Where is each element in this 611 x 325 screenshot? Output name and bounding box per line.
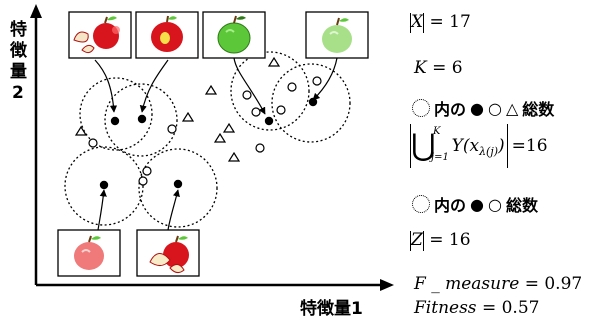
apple-green-icon [217, 15, 251, 54]
triangle-point [267, 56, 281, 67]
filled-point [110, 116, 120, 126]
y-axis-label-char-1: 徴 [9, 40, 28, 61]
open-point [138, 176, 148, 186]
filled-point [264, 116, 274, 126]
open-point [88, 138, 98, 148]
x-axis-label: 特徴量1 [300, 298, 363, 319]
apple-red-with-slice-icon [73, 16, 120, 54]
legend-all-points: 内の ● ○ △ 総数 [412, 96, 554, 120]
open-point [255, 143, 265, 153]
open-point [287, 82, 297, 92]
filled-point [308, 97, 318, 107]
triangle-point [74, 125, 88, 136]
open-point [142, 166, 152, 176]
open-point [312, 76, 322, 86]
axes [30, 4, 394, 291]
y-axis-label-char-2: 量 [10, 61, 27, 82]
triangle-points [74, 56, 281, 162]
open-dot-icon: ○ [487, 194, 502, 214]
y-axis-label-char-0: 特 [10, 19, 27, 40]
cluster-circles [64, 51, 351, 228]
legend-clustered-points: 内の ● ○ 総数 [412, 192, 538, 216]
z-cardinality-eq: Z = 16 [410, 230, 471, 251]
filled-dot-icon: ● [470, 98, 484, 118]
cluster-circle-2 [104, 83, 178, 157]
apple-red-bitten-icon [151, 15, 183, 52]
union-symbol: ⋃ K j=1 [411, 126, 449, 163]
x-axis-arrowhead [380, 279, 394, 291]
f-measure-eq: F _ measure = 0.97 [414, 274, 583, 294]
cluster-circle-1 [79, 77, 153, 151]
open-point [167, 124, 177, 134]
open-point [242, 90, 252, 100]
triangle-point [227, 151, 241, 162]
triangle-point [181, 111, 195, 122]
y-axis-arrowhead [30, 4, 42, 18]
arrow-4 [312, 57, 338, 101]
triangle-point [213, 132, 227, 143]
triangle-point [204, 84, 218, 95]
arrow-2 [139, 59, 169, 113]
cluster-circle-5 [230, 51, 310, 131]
apple-pale-green-icon [322, 17, 352, 53]
arrow-1 [94, 59, 118, 113]
cluster-circle-3 [64, 146, 144, 226]
filled-point [137, 114, 147, 124]
open-point [276, 105, 286, 115]
apple-pale-red-icon [74, 235, 104, 270]
filled-point [173, 179, 183, 189]
arrow-6 [167, 189, 180, 231]
dotted-circle-icon [412, 99, 430, 117]
cluster-circle-6 [271, 63, 351, 143]
x-cardinality-eq: X = 17 [410, 12, 471, 33]
open-points [88, 76, 322, 186]
y-axis-label-char-3: 2 [12, 83, 24, 103]
filled-points [99, 97, 318, 190]
arrow-3 [233, 57, 266, 115]
arrow-5 [97, 189, 107, 231]
k-eq: K = 6 [414, 58, 463, 78]
triangle-point [222, 122, 236, 133]
triangle-icon: △ [505, 98, 519, 118]
fitness-eq: Fitness = 0.57 [414, 298, 540, 318]
apple-red-cut-icon [149, 235, 189, 274]
cluster-circle-4 [138, 148, 218, 228]
open-dot-icon: ○ [487, 98, 502, 118]
image-boxes [57, 11, 369, 277]
filled-dot-icon: ● [470, 194, 484, 214]
filled-point [99, 180, 109, 190]
arrows [94, 57, 338, 231]
open-point [251, 107, 261, 117]
dotted-circle-icon [412, 195, 430, 213]
